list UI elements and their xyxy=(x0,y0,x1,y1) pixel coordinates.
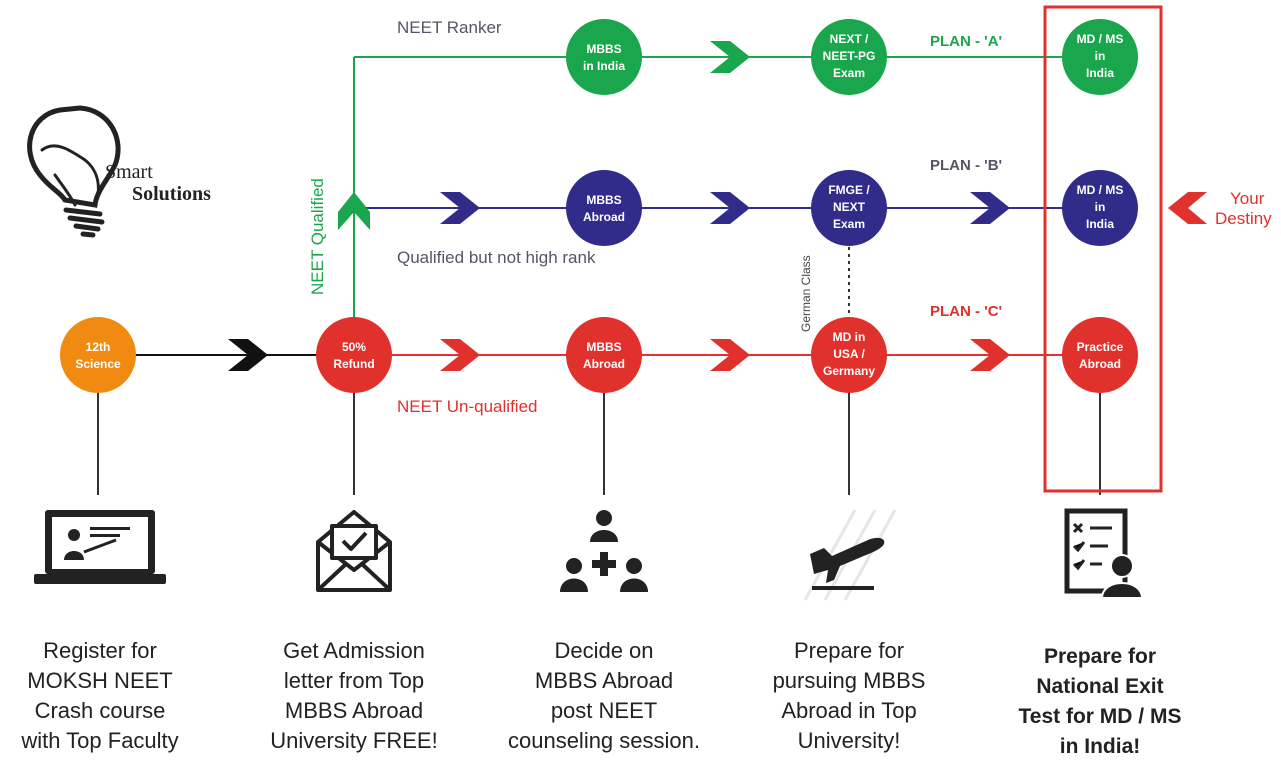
caption-admission: Get Admission letter from Top MBBS Abroa… xyxy=(270,638,438,753)
svg-text:India: India xyxy=(1086,217,1114,231)
label-qualified-not-high-rank: Qualified but not high rank xyxy=(397,248,596,267)
destiny-highlight-box xyxy=(1043,5,1163,493)
node-mbbs-abroad-c: MBBS Abroad xyxy=(566,317,642,393)
node-mbbs-abroad-b: MBBS Abroad xyxy=(566,170,642,246)
svg-text:NEXT /: NEXT / xyxy=(830,32,869,46)
svg-text:NEXT: NEXT xyxy=(833,200,866,214)
svg-text:in: in xyxy=(1095,49,1106,63)
svg-text:Practice: Practice xyxy=(1077,340,1124,354)
node-12th-science: 12th Science xyxy=(60,317,136,393)
svg-text:MBBS: MBBS xyxy=(586,193,621,207)
svg-text:Exam: Exam xyxy=(833,66,865,80)
lightbulb-icon xyxy=(27,105,121,238)
caption-prepare-exit: Prepare for National Exit Test for MD / … xyxy=(1018,645,1182,758)
logo-line1: Smart xyxy=(105,161,153,183)
node-mbbs-in-india: MBBS in India xyxy=(566,19,642,95)
svg-text:MD in: MD in xyxy=(833,330,866,344)
svg-text:FMGE /: FMGE / xyxy=(828,183,870,197)
svg-text:Abroad: Abroad xyxy=(1079,357,1121,371)
node-50-refund: 50% Refund xyxy=(316,317,392,393)
smart-solutions-logo: Smart Solutions xyxy=(27,105,211,238)
node-next-neet-pg: NEXT / NEET-PG Exam xyxy=(811,19,887,95)
svg-text:in: in xyxy=(1095,200,1106,214)
chevron-up-icon xyxy=(338,192,370,230)
label-your: Your xyxy=(1230,189,1265,208)
label-neet-unqualified: NEET Un-qualified xyxy=(397,397,537,416)
caption-register: Register for MOKSH NEET Crash course wit… xyxy=(21,638,179,753)
svg-text:Abroad: Abroad xyxy=(583,357,625,371)
label-german-class: German Class xyxy=(799,255,813,332)
node-practice-abroad: Practice Abroad xyxy=(1062,317,1138,393)
label-neet-qualified: NEET Qualified xyxy=(308,178,327,295)
svg-text:USA /: USA / xyxy=(833,347,865,361)
caption-prepare-pursue: Prepare for pursuing MBBS Abroad in Top … xyxy=(772,638,926,753)
plan-b-label: PLAN - 'B' xyxy=(930,157,1002,174)
svg-text:Germany: Germany xyxy=(823,364,875,378)
svg-text:MD / MS: MD / MS xyxy=(1077,32,1124,46)
svg-text:50%: 50% xyxy=(342,340,366,354)
logo-line2: Solutions xyxy=(132,183,211,205)
svg-text:Exam: Exam xyxy=(833,217,865,231)
node-md-ms-india-a: MD / MS in India xyxy=(1062,19,1138,95)
svg-text:Science: Science xyxy=(75,357,121,371)
online-class-laptop-icon xyxy=(34,510,166,584)
svg-text:Abroad: Abroad xyxy=(583,210,625,224)
label-neet-ranker: NEET Ranker xyxy=(397,18,502,37)
plan-c-label: PLAN - 'C' xyxy=(930,303,1002,320)
chevron-left-icon xyxy=(1168,192,1207,224)
admission-letter-envelope-icon xyxy=(316,510,392,592)
airplane-takeoff-icon xyxy=(803,509,897,601)
exam-checklist-icon xyxy=(1064,508,1144,599)
svg-text:MBBS: MBBS xyxy=(586,42,621,56)
svg-text:12th: 12th xyxy=(86,340,111,354)
node-fmge-next: FMGE / NEXT Exam xyxy=(811,170,887,246)
label-destiny: Destiny xyxy=(1215,209,1272,228)
svg-text:NEET-PG: NEET-PG xyxy=(823,49,876,63)
node-md-ms-india-b: MD / MS in India xyxy=(1062,170,1138,246)
node-md-usa-germany: MD in USA / Germany xyxy=(811,317,887,393)
plan-a-label: PLAN - 'A' xyxy=(930,33,1002,50)
svg-text:in India: in India xyxy=(583,59,625,73)
counseling-people-icon xyxy=(560,510,648,592)
icon-connectors xyxy=(97,380,1101,495)
svg-text:Refund: Refund xyxy=(333,357,374,371)
svg-text:India: India xyxy=(1086,66,1114,80)
caption-decide: Decide on MBBS Abroad post NEET counseli… xyxy=(507,638,700,753)
svg-text:MBBS: MBBS xyxy=(586,340,621,354)
svg-text:MD / MS: MD / MS xyxy=(1077,183,1124,197)
